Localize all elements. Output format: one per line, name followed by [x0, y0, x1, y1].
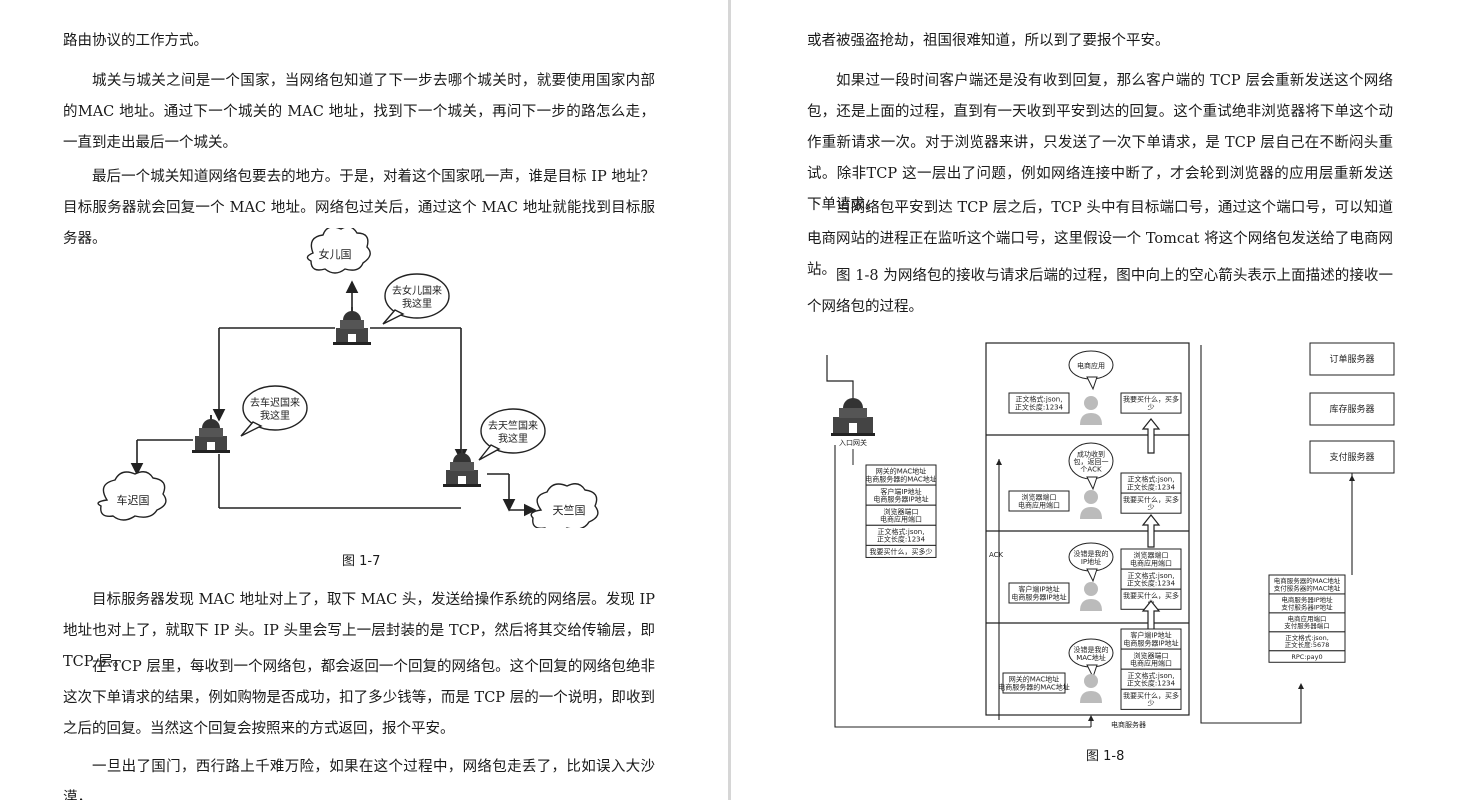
hollow-arrow-up — [1141, 418, 1161, 454]
packet-field-text: 电商服务器IP地址支付服务器IP地址 — [1281, 595, 1333, 611]
paragraph: 当网络包平安到达 TCP 层之后，TCP 头中有目标端口号，通过这个端口号，可以… — [807, 200, 1393, 278]
hollow-arrow-up — [1141, 600, 1161, 632]
packet-field — [1268, 650, 1346, 663]
cloud-label: 车迟国 — [117, 493, 150, 507]
layer-note-text: 网关的MAC地址电商服务器的MAC地址 — [998, 675, 1070, 692]
packet-field-text: 我要买什么，买多少 — [870, 547, 933, 556]
layer-note-text: 浏览器端口电商应用端口 — [1018, 493, 1060, 510]
figure-1-8: 入口网关网关的MAC地址电商服务器的MAC地址客户端IP地址电商服务器IP地址浏… — [826, 342, 1395, 729]
paragraph: 最后一个城关知道网络包要去的地方。于是，对着这个国家吼一声，谁是目标 IP 地址… — [63, 169, 655, 247]
figure-caption: 图 1-7 — [342, 554, 381, 569]
speech-bubble-text: 成功收到包，返回一个ACK — [1074, 449, 1109, 473]
page-gutter — [728, 0, 731, 800]
service-box — [1309, 392, 1395, 426]
hollow-arrow-up — [1141, 514, 1161, 548]
service-box-text: 支付服务器 — [1329, 451, 1374, 463]
figure-1-7: 女儿国 车迟国 天竺国 去女儿国来我这里 去车迟国来我这里 去天竺国来我这里 — [97, 228, 599, 528]
packet-field-text: 客户端IP地址电商服务器IP地址 — [873, 487, 928, 504]
stack-field-text: 客户端IP地址电商服务器IP地址 — [1123, 631, 1178, 648]
service-box-text: 库存服务器 — [1329, 403, 1374, 415]
stack-field-text: 正文格式:json,正文长度:1234 — [1127, 671, 1176, 688]
castle-icon — [443, 449, 481, 487]
stack-field — [1120, 688, 1182, 710]
right-page: 或者被强盗抢劫，祖国很难知道，所以到了要报个平安。 如果过一段时间客户端还是没有… — [731, 0, 1469, 800]
figure-caption: 图 1-8 — [1086, 749, 1125, 764]
server-frame — [985, 342, 1190, 716]
paragraph: 一旦出了国门，西行路上千难万险，如果在这个过程中，网络包走丢了，比如误入大沙漠， — [63, 759, 655, 800]
speech-bubble: 去女儿国来我这里 — [392, 284, 442, 310]
layer-note-text: 客户端IP地址电商服务器IP地址 — [1011, 585, 1066, 602]
stack-field-text: 我要买什么，买多少 — [1123, 495, 1179, 512]
paragraph: 目标服务器发现 MAC 地址对上了，取下 MAC 头，发送给操作系统的网络层。发… — [63, 592, 655, 670]
castle-icon — [831, 398, 875, 436]
stack-field-text: 浏览器端口电商应用端口 — [1130, 551, 1172, 568]
layer-note — [1008, 582, 1070, 604]
stack-field-text: 正文格式:json,正文长度:1234 — [1127, 571, 1176, 588]
speech-bubble: 去车迟国来我这里 — [250, 396, 300, 422]
packet-field-text: 网关的MAC地址电商服务器的MAC地址 — [865, 467, 937, 484]
castle-icon — [192, 415, 230, 453]
layer-note — [1002, 672, 1066, 694]
ack-label: ACK — [989, 551, 1004, 559]
service-box — [1309, 342, 1395, 376]
paragraph: 或者被强盗抢劫，祖国很难知道，所以到了要报个平安。 — [807, 33, 1170, 49]
cloud-label: 天竺国 — [553, 503, 586, 517]
castle-icon — [333, 307, 371, 345]
stack-field-text: 浏览器端口电商应用端口 — [1130, 651, 1172, 668]
packet-field-text: 正文格式:json,正文长度:1234 — [877, 527, 926, 544]
paragraph: 如果过一段时间客户端还是没有收到回复，那么客户端的 TCP 层会重新发送这个网络… — [807, 73, 1393, 213]
packet-field-text: 电商服务器的MAC地址支付服务器的MAC地址 — [1274, 576, 1341, 592]
paragraph: 城关与城关之间是一个国家，当网络包知道了下一步去哪个城关时，就要使用国家内部的M… — [63, 73, 655, 151]
person-icon — [1080, 490, 1102, 519]
packet-field-text: RPC:pay0 — [1291, 653, 1322, 661]
server-label: 电商服务器 — [1111, 720, 1146, 729]
left-page: 路由协议的工作方式。 城关与城关之间是一个国家，当网络包知道了下一步去哪个城关时… — [0, 0, 728, 800]
cloud-icon — [97, 228, 599, 528]
speech-bubble-text: 电商应用 — [1077, 361, 1105, 370]
stack-field-text: 我要买什么，买多少 — [1123, 395, 1179, 412]
service-box — [1309, 440, 1395, 474]
packet-field-text: 电商应用端口支付服务器端口 — [1284, 614, 1330, 630]
packet-field — [865, 544, 937, 558]
service-box-text: 订单服务器 — [1329, 353, 1374, 365]
packet-field-text: 浏览器端口电商应用端口 — [880, 507, 922, 524]
layer-note-text: 正文格式:json,正文长度:1234 — [1015, 395, 1064, 412]
packet-field-text: 正文格式:json,正文长度:5678 — [1285, 633, 1330, 649]
layer-note — [1008, 490, 1070, 512]
person-icon — [1080, 582, 1102, 611]
cloud-label: 女儿国 — [319, 247, 352, 261]
layer-note — [1008, 392, 1070, 414]
stack-field — [1120, 492, 1182, 514]
person-icon — [1080, 674, 1102, 703]
paragraph: 图 1-8 为网络包的接收与请求后端的过程，图中向上的空心箭头表示上面描述的接收… — [807, 268, 1393, 315]
stack-field-text: 我要买什么，买多少 — [1123, 691, 1179, 708]
person-icon — [1080, 396, 1102, 425]
gateway-label: 入口网关 — [839, 438, 867, 447]
paragraph: 在 TCP 层里，每收到一个网络包，都会返回一个回复的网络包。这个回复的网络包绝… — [63, 659, 655, 737]
speech-bubble: 去天竺国来我这里 — [488, 419, 538, 445]
paragraph: 路由协议的工作方式。 — [63, 33, 208, 49]
stack-field — [1120, 392, 1182, 414]
stack-field-text: 正文格式:json,正文长度:1234 — [1127, 475, 1176, 492]
